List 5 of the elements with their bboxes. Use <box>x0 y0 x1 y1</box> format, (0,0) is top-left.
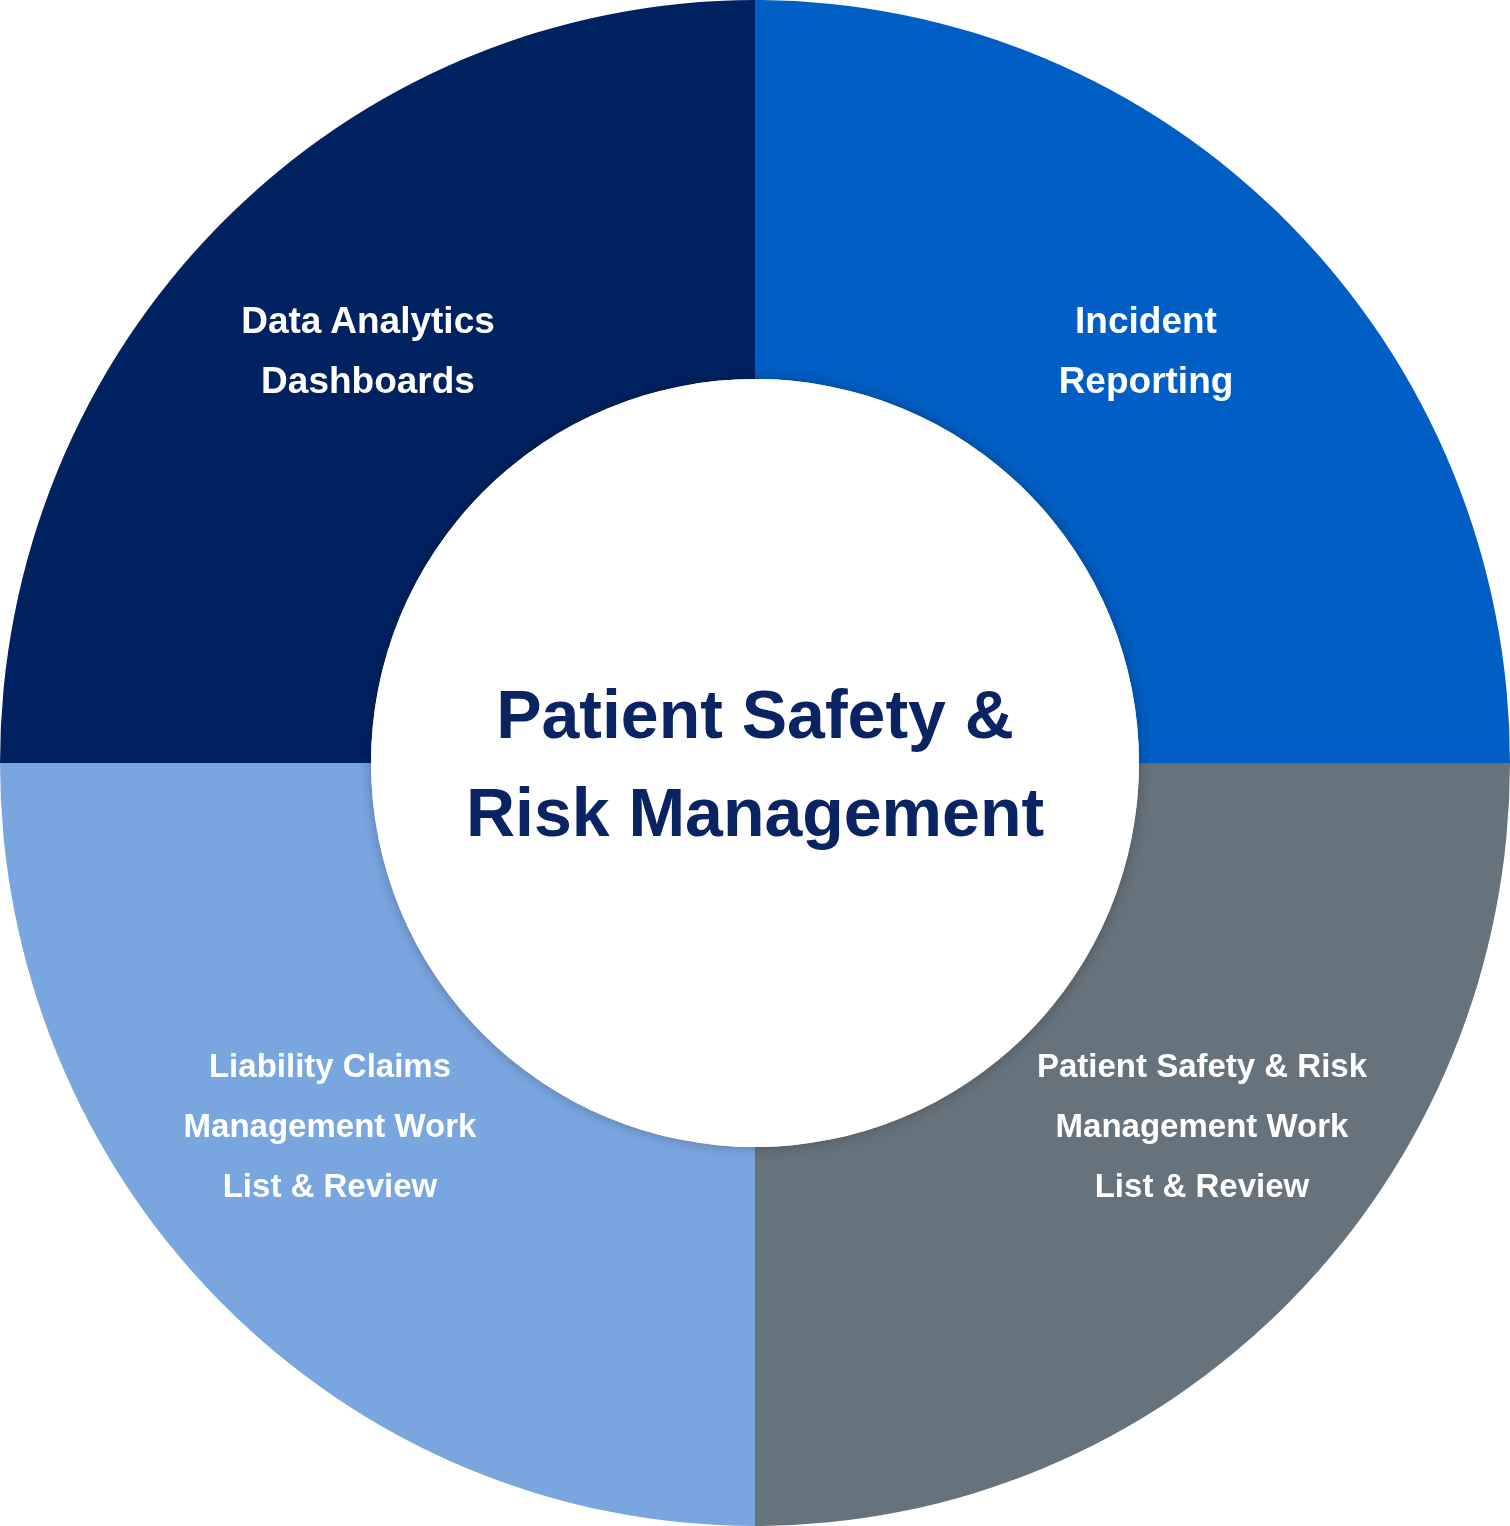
segment-label: Patient Safety & Risk Management Work List & Review <box>1035 1046 1369 1206</box>
segment-label: Data Analytics Dashboards <box>240 299 496 403</box>
segment-label: Incident Reporting <box>1057 299 1235 403</box>
center-title: Patient Safety & Risk Management <box>464 675 1046 852</box>
segment-label: Liability Claims Management Work List & Review <box>182 1046 478 1206</box>
